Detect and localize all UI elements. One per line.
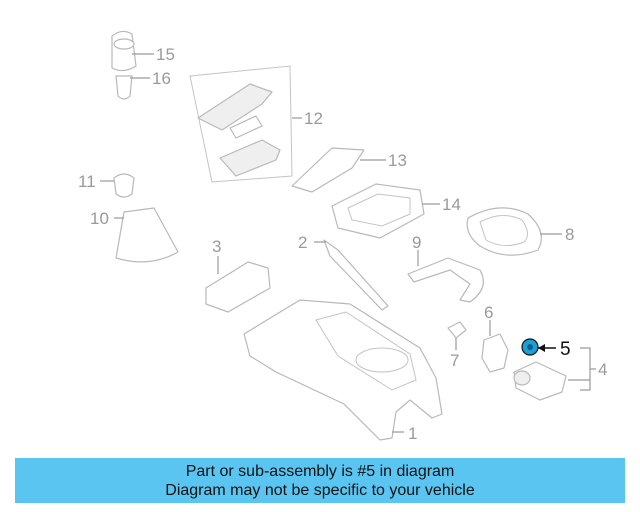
vehicle-fit-banner: Part or sub-assembly is #5 in diagram Di… (15, 458, 625, 503)
part-shift-knob (111, 30, 154, 100)
part-shift-boot (114, 207, 179, 263)
part-center-console (243, 299, 443, 441)
callout-1: 1 (408, 424, 417, 443)
callout-15: 15 (156, 45, 175, 64)
part-handle (407, 250, 484, 303)
callout-11: 11 (78, 172, 96, 191)
callout-2: 2 (298, 233, 307, 252)
part-ring-trim (466, 207, 562, 256)
banner-line-1: Part or sub-assembly is #5 in diagram (185, 462, 455, 480)
part-5-highlighted[interactable] (521, 338, 556, 356)
callout-3: 3 (212, 237, 221, 256)
part-small-knob (100, 173, 135, 198)
banner-line-2: Diagram may not be specific to your vehi… (165, 481, 475, 499)
callout-14: 14 (442, 195, 461, 214)
callout-13: 13 (388, 151, 407, 170)
callout-7: 7 (450, 351, 459, 370)
part-shift-indicator (189, 65, 302, 183)
part-bracket (291, 147, 386, 193)
callout-12: 12 (304, 109, 323, 128)
part-frame (331, 183, 440, 239)
callout-6: 6 (484, 303, 493, 322)
part-plug (447, 321, 467, 350)
callout-8: 8 (565, 225, 574, 244)
part-lighter-assembly (513, 347, 596, 401)
part-socket (481, 320, 509, 373)
callout-4: 4 (598, 360, 607, 379)
part-storage-box (205, 256, 271, 313)
callout-9: 9 (412, 233, 421, 252)
callout-5: 5 (560, 339, 571, 360)
callout-16: 16 (152, 69, 171, 88)
part-strip (314, 239, 389, 311)
callout-10: 10 (90, 209, 109, 228)
